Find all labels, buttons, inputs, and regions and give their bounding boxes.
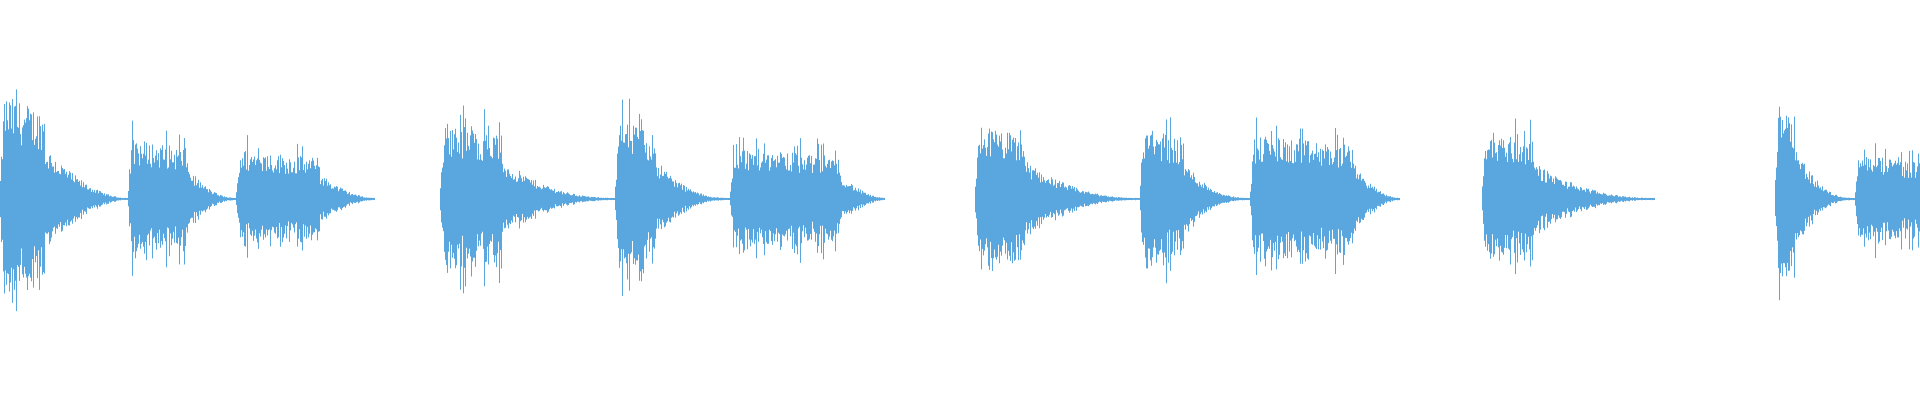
waveform-burst-5-part-1 <box>1140 117 1250 284</box>
waveform-burst-7-part-2 <box>1855 143 1920 259</box>
waveform-burst-6 <box>1482 118 1655 275</box>
waveform-burst-6-part-1 <box>1482 118 1655 275</box>
waveform-burst-5 <box>1140 117 1400 284</box>
waveform-burst-7 <box>1775 106 1920 301</box>
waveform-burst-3 <box>615 98 885 296</box>
waveform-burst-2 <box>440 105 615 294</box>
waveform-burst-3-part-2 <box>730 137 885 263</box>
waveform-burst-1-part-1 <box>0 89 128 312</box>
waveform-burst-1-part-3 <box>236 135 375 258</box>
waveform-burst-1-part-2 <box>128 120 236 276</box>
waveform-burst-1 <box>0 89 375 312</box>
waveform-burst-4 <box>975 127 1140 271</box>
waveform-burst-3-part-1 <box>615 98 730 296</box>
waveform-burst-4-part-1 <box>975 127 1140 271</box>
waveform-burst-2-part-1 <box>440 105 615 294</box>
waveform-burst-5-part-2 <box>1250 117 1400 275</box>
waveform-burst-7-part-1 <box>1775 106 1855 301</box>
